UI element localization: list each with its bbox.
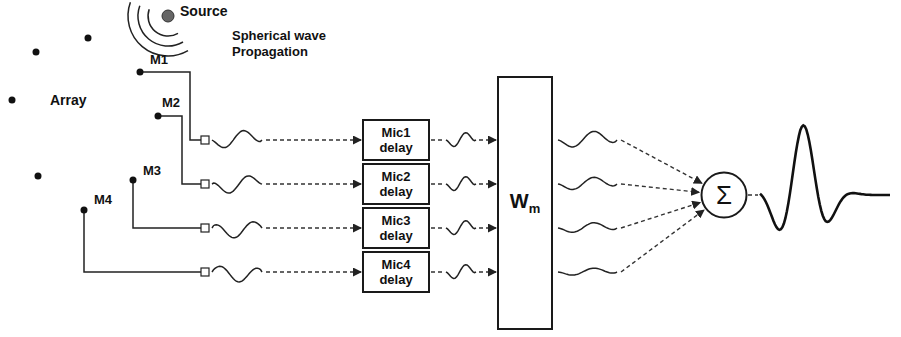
node-text: Wm — [510, 190, 540, 215]
dashed-line — [479, 227, 496, 228]
mic-label: M3 — [143, 163, 161, 179]
signal-arrow — [558, 210, 704, 275]
mic-label: M1 — [150, 52, 168, 68]
aligned-waveform — [446, 177, 476, 191]
wave-front — [148, 9, 178, 36]
dashed-line — [621, 184, 699, 192]
source-dot — [162, 10, 174, 22]
signal-arrow — [266, 139, 361, 140]
subscript: m — [529, 201, 541, 216]
mic-waveform — [212, 176, 262, 193]
mic-dot — [81, 207, 88, 214]
mic-label: M2 — [162, 95, 180, 111]
node-text: Mic1 delay — [364, 125, 428, 155]
signal-arrow — [558, 177, 699, 192]
mic-dot — [130, 177, 137, 184]
array-element — [33, 49, 40, 56]
mic-wire — [133, 180, 201, 228]
wave-front — [138, 6, 183, 46]
mic-terminal — [201, 224, 209, 232]
mic-terminal — [201, 268, 209, 276]
mic-waveform — [212, 222, 262, 238]
delay-box: Mic2 delay — [362, 163, 430, 205]
signal-arrow — [558, 203, 700, 233]
node-label: Σ — [716, 180, 732, 210]
weighted-waveform — [558, 177, 617, 189]
node-label: Mic4 delay — [364, 257, 428, 287]
wave-front — [128, 2, 188, 56]
dashed-line — [431, 139, 443, 140]
signal-arrow — [266, 271, 361, 272]
node-text: Σ — [716, 181, 732, 209]
delay-box: Mic1 delay — [362, 119, 430, 161]
aligned-waveform — [446, 133, 476, 147]
mic-terminal — [201, 180, 209, 188]
node-text: Mic3 delay — [364, 213, 428, 243]
dashed-line — [431, 227, 443, 228]
summing-junction: Σ — [700, 171, 748, 219]
dashed-line — [748, 194, 758, 195]
array-element — [9, 97, 16, 104]
circle-outline — [702, 173, 747, 218]
mic-label: M4 — [94, 192, 112, 208]
output-waveform — [760, 125, 890, 229]
wave-label: Spherical wave Propagation — [232, 28, 344, 60]
dashed-line — [479, 183, 496, 184]
mic-dot — [155, 113, 162, 120]
signal-arrow — [431, 177, 496, 191]
mic-waveform — [212, 131, 262, 148]
aligned-waveform — [446, 221, 476, 235]
delay-box: Mic4 delay — [362, 251, 430, 293]
mic-wire — [84, 210, 201, 272]
delay-box: Mic3 delay — [362, 207, 430, 249]
array-element — [35, 173, 42, 180]
signal-arrow — [431, 221, 496, 235]
signal-arrow — [266, 183, 361, 184]
weighted-waveform — [558, 131, 617, 147]
dashed-line — [431, 183, 443, 184]
array-label: Array — [50, 92, 87, 108]
mic-wire — [140, 72, 201, 140]
node-label: Mic2 delay — [364, 169, 428, 199]
dashed-line — [621, 140, 702, 183]
dashed-line — [621, 203, 700, 228]
dashed-line — [431, 271, 443, 272]
weighted-waveform — [558, 223, 617, 233]
mic-dot — [137, 69, 144, 76]
node-label: Mic1 delay — [364, 125, 428, 155]
dashed-line — [621, 210, 704, 272]
source-label: Source — [180, 3, 227, 19]
signal-arrow — [558, 131, 702, 183]
node-label: Mic3 delay — [364, 213, 428, 243]
weight-box: Wm — [497, 76, 553, 330]
mic-wire — [158, 116, 201, 184]
node-text: Mic2 delay — [364, 169, 428, 199]
array-element — [85, 35, 92, 42]
aligned-waveform — [446, 265, 476, 279]
mic-terminal — [201, 136, 209, 144]
mic-waveform — [212, 266, 262, 282]
signal-arrow — [431, 265, 496, 279]
dashed-line — [479, 139, 496, 140]
node-text: Mic4 delay — [364, 257, 428, 287]
weighted-waveform — [558, 268, 617, 275]
dashed-line — [479, 271, 496, 272]
signal-arrow — [266, 227, 361, 228]
node-label: W — [510, 190, 529, 212]
signal-arrow — [431, 133, 496, 147]
